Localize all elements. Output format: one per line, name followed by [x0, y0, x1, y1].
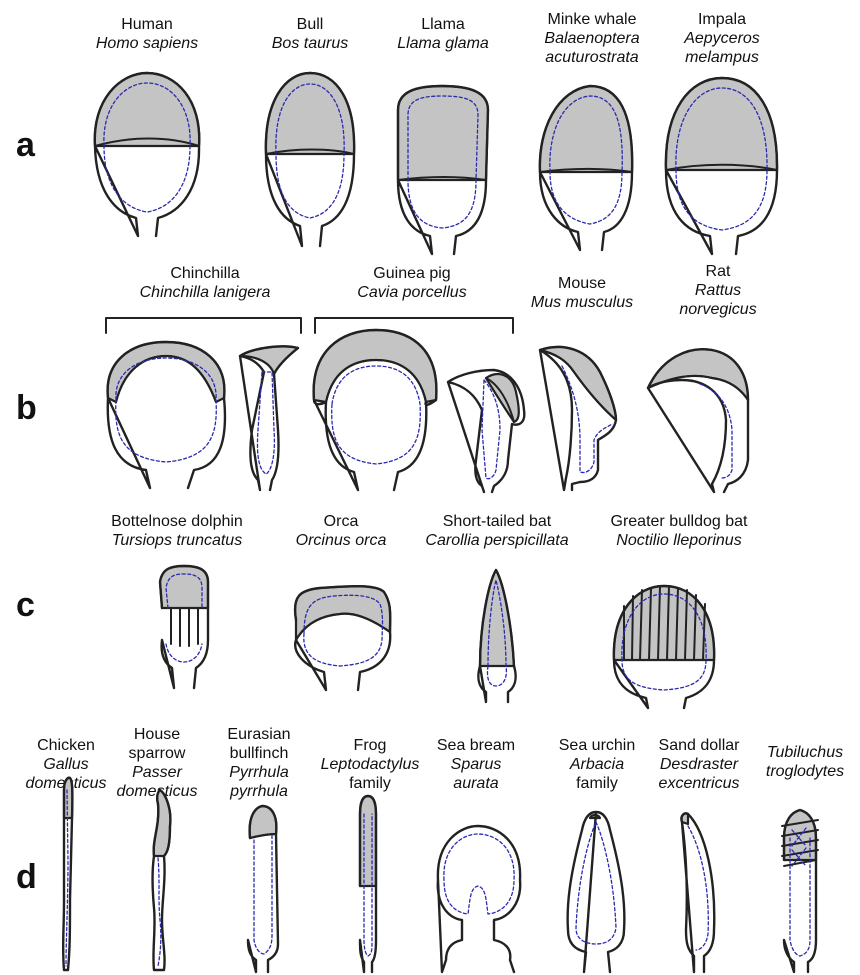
- cupula-bottlenose-dolphin: [160, 566, 208, 688]
- cupula-chinchilla-front: [108, 342, 225, 488]
- cupula-llama: [398, 86, 488, 254]
- bracket-chinchilla: [106, 318, 301, 333]
- cupula-sea-bream: [438, 826, 520, 972]
- cupula-frog: [360, 796, 376, 972]
- cupula-guinea-pig-side: [448, 370, 524, 492]
- cupula-minke-whale: [540, 86, 632, 250]
- cupula-orca: [295, 586, 390, 690]
- bracket-guinea-pig: [315, 318, 513, 333]
- cupula-chinchilla-side: [240, 346, 298, 490]
- cupula-greater-bulldog-bat: [614, 586, 714, 708]
- cupula-tubiluchus: [782, 810, 818, 972]
- cupula-impala: [666, 78, 777, 254]
- cupula-sand-dollar: [681, 813, 714, 972]
- cupula-bull: [266, 73, 354, 246]
- cupula-short-tailed-bat: [478, 570, 515, 702]
- cupula-human: [95, 73, 199, 236]
- cupula-rat: [648, 349, 748, 492]
- cupula-mouse: [540, 347, 616, 490]
- cupula-sea-urchin: [568, 812, 625, 972]
- cupula-chicken: [63, 778, 72, 970]
- cupula-house-sparrow: [153, 790, 171, 970]
- cupula-eurasian-bullfinch: [248, 806, 278, 972]
- cupula-guinea-pig-front: [314, 330, 437, 490]
